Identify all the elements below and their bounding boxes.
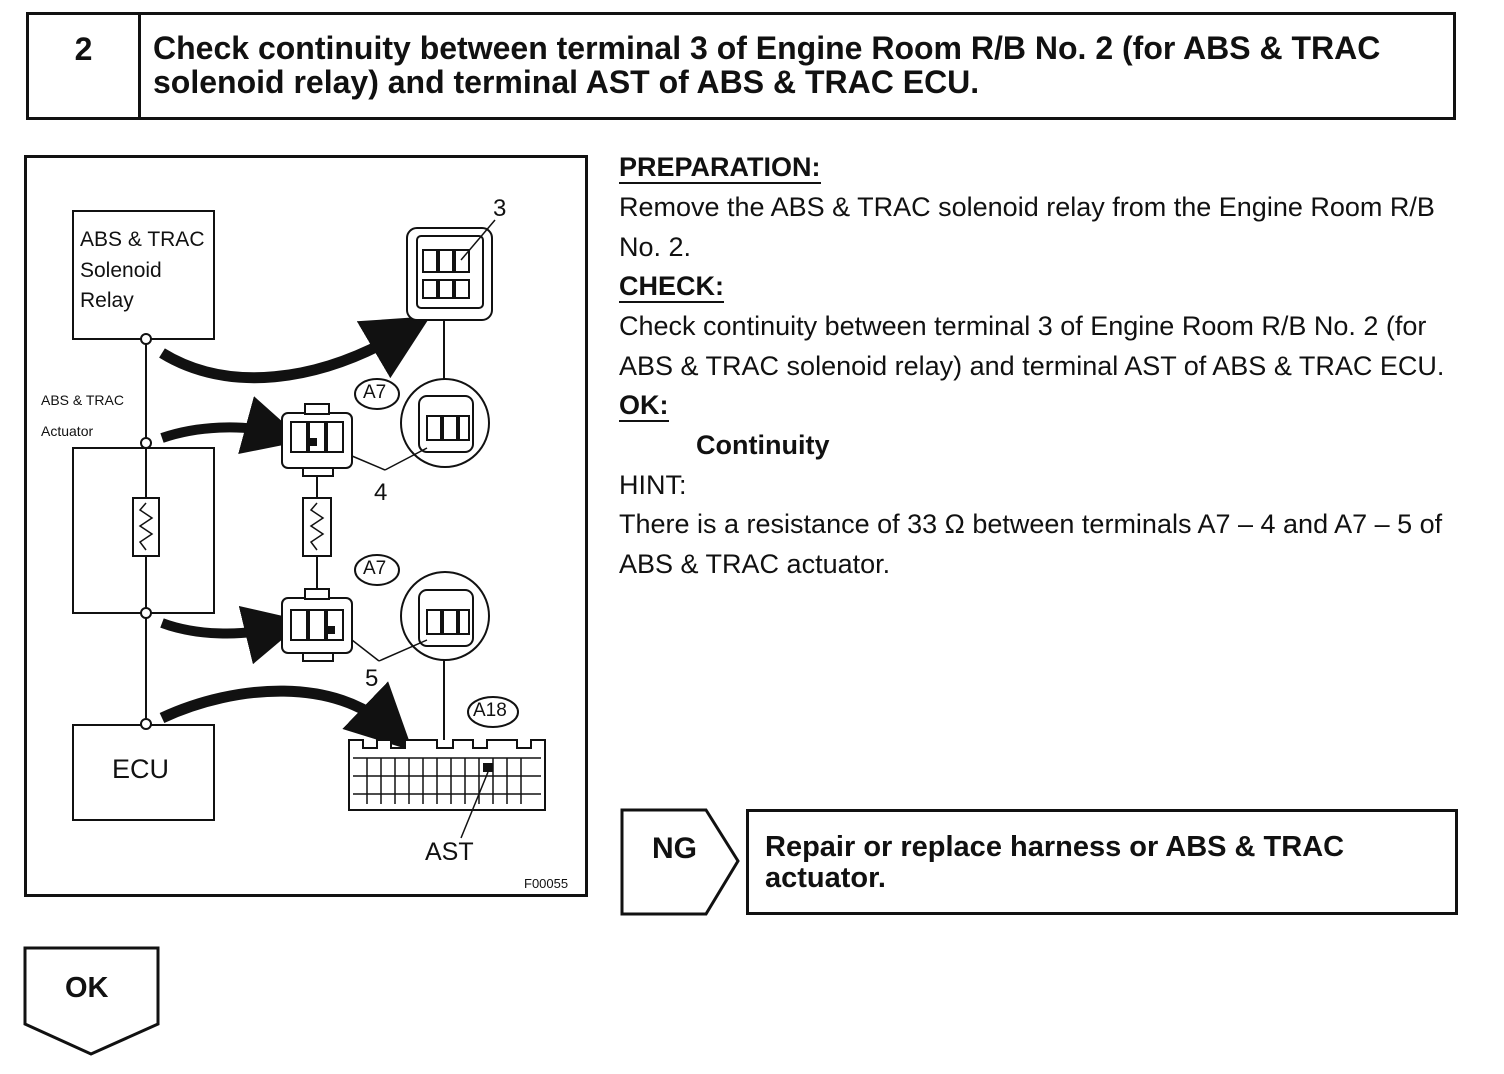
relay-label-line1: ABS & TRAC bbox=[80, 228, 205, 251]
arrow-relay bbox=[159, 316, 431, 384]
ecu-label: ECU bbox=[112, 754, 170, 784]
actuator-label-line2: Actuator bbox=[41, 423, 94, 439]
preparation-heading: PREPARATION: bbox=[619, 152, 821, 184]
ng-tag: NG bbox=[620, 808, 744, 923]
wiring-diagram-graphic bbox=[72, 210, 546, 839]
relay-label-line2: Solenoid bbox=[80, 259, 162, 282]
terminal-5-label: 5 bbox=[365, 665, 379, 692]
connector-a18-label: A18 bbox=[473, 700, 507, 721]
ng-action-text: Repair or replace harness or ABS & TRAC … bbox=[765, 831, 1345, 894]
figure-code: F00055 bbox=[524, 876, 569, 891]
a18-connector bbox=[348, 696, 546, 839]
ok-tag: OK bbox=[23, 946, 163, 1063]
check-text: Check continuity between terminal 3 of E… bbox=[619, 311, 1445, 381]
step-header: 2 Check continuity between terminal 3 of… bbox=[26, 12, 1456, 120]
ng-action-box: Repair or replace harness or ABS & TRAC … bbox=[746, 809, 1458, 915]
preparation-text: Remove the ABS & TRAC solenoid relay fro… bbox=[619, 192, 1435, 262]
connector-a7-top-label: A7 bbox=[363, 382, 387, 403]
actuator-resistor-external bbox=[302, 497, 332, 557]
instructions: PREPARATION: Remove the ABS & TRAC solen… bbox=[619, 148, 1464, 584]
a7-connector-top bbox=[281, 378, 490, 477]
hint-heading: HINT: bbox=[619, 469, 687, 500]
relay-socket bbox=[406, 219, 496, 321]
connector-a7-bottom-label: A7 bbox=[363, 558, 387, 579]
step-title: Check continuity between terminal 3 of E… bbox=[153, 30, 1381, 100]
terminal-ast-label: AST bbox=[425, 838, 474, 866]
ng-tag-shape bbox=[620, 808, 740, 916]
ok-value: Continuity bbox=[696, 430, 830, 460]
terminal-4-label: 4 bbox=[374, 479, 388, 506]
arrow-a7-5 bbox=[160, 605, 305, 665]
wiring-diagram: ABS & TRAC Solenoid Relay ABS & TRAC Act… bbox=[24, 155, 588, 897]
relay-label-line3: Relay bbox=[80, 289, 134, 312]
ok-label: OK bbox=[65, 972, 109, 1004]
ok-tag-shape bbox=[23, 946, 160, 1056]
actuator-label-line1: ABS & TRAC bbox=[41, 392, 124, 408]
step-number: 2 bbox=[29, 15, 141, 117]
check-heading: CHECK: bbox=[619, 271, 724, 303]
actuator-resistor bbox=[132, 497, 160, 557]
hint-text: There is a resistance of 33 Ω between te… bbox=[619, 509, 1443, 579]
ng-label: NG bbox=[652, 832, 697, 865]
arrow-ecu bbox=[159, 681, 413, 751]
terminal-3-label: 3 bbox=[493, 195, 507, 222]
arrow-a7-4 bbox=[160, 396, 304, 455]
ok-heading: OK: bbox=[619, 390, 669, 422]
a7-connector-bottom bbox=[281, 554, 490, 662]
